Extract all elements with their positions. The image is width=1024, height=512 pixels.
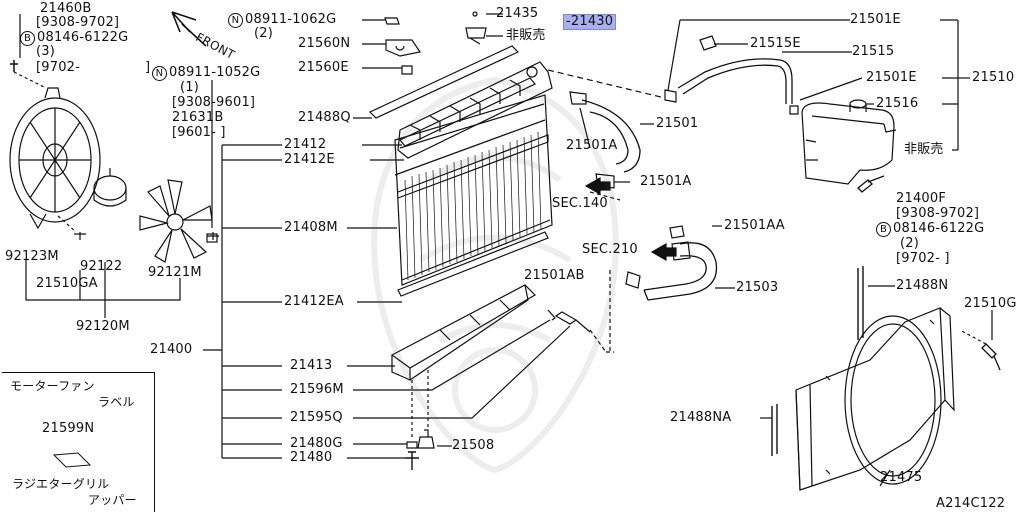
part-21631B: 21631B (172, 110, 224, 125)
part-21501A-b: 21501A (640, 174, 692, 189)
part-21510: 21510 (972, 70, 1015, 85)
radiator-cap-icon (465, 27, 487, 45)
part-21488N: 21488N (896, 278, 949, 293)
circle-b-icon: B (876, 222, 891, 237)
part-21516: 21516 (876, 96, 919, 111)
watermark-seal-icon (371, 76, 619, 474)
qty-2-a: (2) (254, 26, 274, 41)
date-range-9308-9702-a: [9308-9702] (36, 15, 120, 30)
sec210-arrow-icon (650, 242, 677, 262)
date-range-9308-9702-b: [9308-9702] (896, 206, 980, 221)
part-21560E: 21560E (298, 60, 349, 75)
part-21412: 21412 (284, 137, 327, 152)
part-21599N: 21599N (42, 421, 95, 436)
part-21480G: 21480G (290, 436, 343, 451)
label-strip-icon (52, 452, 92, 468)
part-92121M: 92121M (148, 265, 202, 280)
part-21430-highlighted[interactable]: -21430 (563, 14, 617, 30)
qty-3: (3) (36, 44, 56, 59)
part-21475: 21475 (880, 470, 923, 485)
seal-21488Q (368, 45, 520, 119)
part-92120M: 92120M (76, 319, 130, 334)
part-21595Q: 21595Q (290, 410, 343, 425)
date-9702-b: [9702- ] (896, 251, 950, 266)
fan-blade (139, 179, 213, 263)
upper-label: アッパー (88, 493, 137, 507)
date-9702-a: [9702- (36, 60, 81, 75)
part-21480: 21480 (290, 450, 333, 465)
legend-box: モーターファン ラベル 21599N ラジエターグリル アッパー (2, 372, 155, 512)
sec140-arrow-icon (584, 176, 611, 196)
part-21596M: 21596M (290, 382, 344, 397)
part-21412E: 21412E (284, 152, 335, 167)
reservoir-tank (801, 99, 897, 185)
not-for-sale-label-2: 非販売 (904, 142, 944, 157)
lower-hose (625, 225, 718, 301)
seal-21412EA (397, 231, 549, 297)
diagram-code: A214C122 (936, 496, 1006, 511)
part-21501E-b: 21501E (866, 70, 917, 85)
date-9702-a-close: ] (145, 60, 151, 75)
sec-140-reference[interactable]: SEC.140 (552, 196, 608, 211)
not-for-sale-label-1: 非販売 (506, 28, 546, 43)
qty-1: (1) (180, 80, 200, 95)
part-21412EA: 21412EA (284, 294, 344, 309)
radiator-lower-tank (390, 284, 536, 381)
fan-shroud-large (795, 307, 955, 491)
part-21515E: 21515E (750, 36, 801, 51)
part-21560N: 21560N (298, 36, 351, 51)
part-21503: 21503 (736, 280, 779, 295)
part-21413: 21413 (290, 358, 333, 373)
front-arrow-icon (171, 11, 207, 47)
part-21400: 21400 (150, 342, 193, 357)
date-9601: [9601- ] (172, 125, 226, 140)
fan-shroud-small (9, 60, 101, 230)
circle-b-icon: B (20, 31, 35, 46)
radiator-grill-label: ラジエターグリル (12, 477, 110, 491)
part-21408M: 21408M (284, 220, 338, 235)
part-21515: 21515 (852, 44, 895, 59)
label-text: ラベル (98, 395, 135, 409)
part-92123M: 92123M (5, 249, 59, 264)
part-92122: 92122 (80, 259, 123, 274)
part-21510G: 21510G (964, 296, 1017, 311)
sec-210-reference[interactable]: SEC.210 (582, 242, 638, 257)
radiator-core (394, 94, 553, 286)
part-21460B: 21460B (40, 1, 92, 16)
part-21501AA: 21501AA (724, 218, 785, 233)
circle-n-icon: N (228, 13, 243, 28)
part-21501A-a: 21501A (566, 138, 618, 153)
part-21488Q: 21488Q (298, 110, 351, 125)
part-21501: 21501 (656, 116, 699, 131)
part-21510GA: 21510GA (36, 276, 98, 291)
qty-2-b: (2) (900, 236, 920, 251)
motor-fan-label: モーターファン (10, 379, 95, 393)
fan-motor (93, 168, 127, 207)
part-21400F: 21400F (896, 191, 947, 206)
circle-n-icon: N (152, 66, 167, 81)
part-21501AB: 21501AB (524, 268, 585, 283)
part-21501E-a: 21501E (850, 12, 901, 27)
part-21508: 21508 (452, 438, 495, 453)
part-21435: 21435 (496, 6, 539, 21)
part-21488NA: 21488NA (670, 410, 732, 425)
date-range-9308-9601: [9308-9601] (172, 95, 256, 110)
